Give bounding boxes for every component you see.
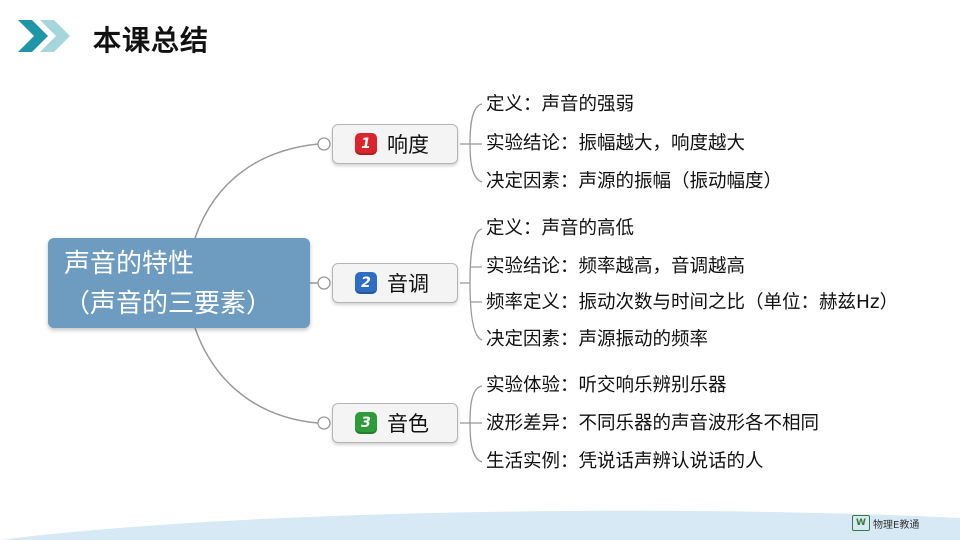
root-subtitle: （声音的三要素） [64, 289, 273, 319]
publisher-logo: W 物理E教通 [852, 515, 919, 531]
branch-label: 音色 [387, 412, 429, 436]
branch-label: 响度 [387, 133, 429, 157]
leaf-item: 实验结论：振幅越大，响度越大 [486, 133, 746, 154]
branch-label: 音调 [387, 272, 429, 296]
logo-mark-icon: W [852, 515, 870, 531]
leaf-item: 频率定义：振动次数与时间之比（单位：赫兹Hz） [486, 292, 899, 313]
logo-text: 物理E教通 [873, 519, 920, 531]
branch-timbre: 3 音色 [332, 403, 458, 443]
leaf-item: 实验结论：频率越高，音调越高 [486, 256, 746, 277]
page-title: 本课总结 [93, 24, 210, 57]
leaf-item: 实验体验：听交响乐辨别乐器 [486, 375, 727, 396]
leaf-item: 决定因素：声源的振幅（振动幅度） [486, 171, 783, 192]
root-node: 声音的特性 （声音的三要素） [48, 238, 310, 328]
number-badge: 2 [355, 272, 377, 294]
branch-loudness: 1 响度 [332, 124, 458, 164]
branch-pitch: 2 音调 [332, 263, 458, 303]
chevron-arrows-icon [18, 20, 70, 52]
root-title: 声音的特性 [64, 249, 195, 279]
leaf-item: 生活实例：凭说话声辨认说话的人 [486, 451, 764, 472]
leaf-item: 决定因素：声源振动的频率 [486, 329, 709, 350]
bottom-wave-band [0, 510, 960, 540]
leaf-item: 定义：声音的强弱 [486, 94, 635, 115]
number-badge: 1 [355, 133, 377, 155]
leaf-item: 波形差异：不同乐器的声音波形各不相同 [486, 413, 820, 434]
number-badge: 3 [355, 412, 377, 434]
leaf-item: 定义：声音的高低 [486, 218, 635, 239]
